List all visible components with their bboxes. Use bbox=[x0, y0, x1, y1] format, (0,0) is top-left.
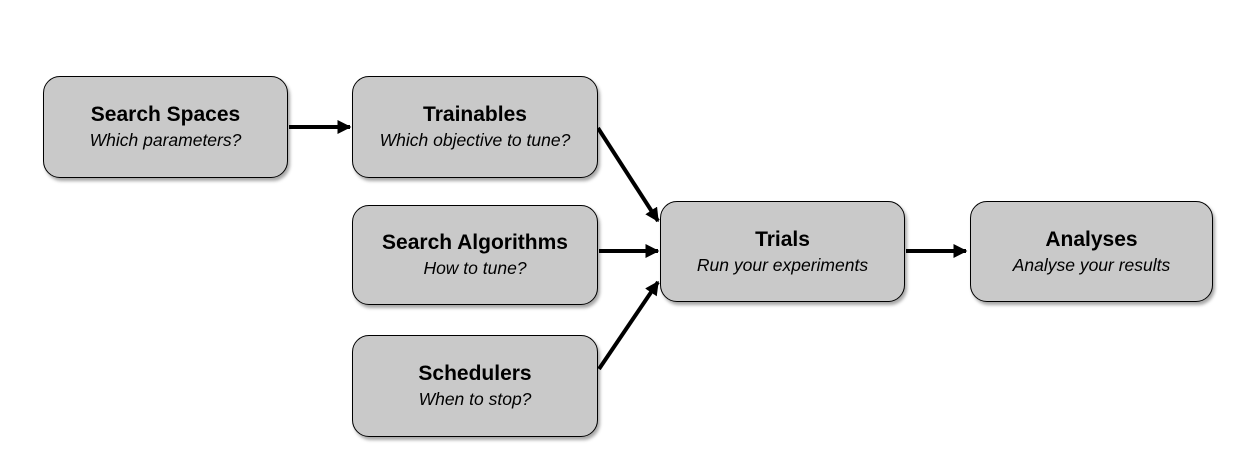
node-search-spaces: Search Spaces Which parameters? bbox=[43, 76, 288, 178]
node-analyses: Analyses Analyse your results bbox=[970, 201, 1213, 302]
node-trials-subtitle: Run your experiments bbox=[696, 254, 869, 275]
node-trials: Trials Run your experiments bbox=[660, 201, 905, 302]
arrow-schedulers-to-trials bbox=[597, 280, 660, 371]
arrow-trainables-to-trials bbox=[596, 126, 660, 223]
node-schedulers-title: Schedulers bbox=[418, 362, 532, 385]
node-trainables-subtitle: Which objective to tune? bbox=[379, 130, 571, 150]
node-analyses-subtitle: Analyse your results bbox=[1012, 254, 1171, 275]
node-analyses-title: Analyses bbox=[1045, 227, 1138, 251]
node-schedulers: Schedulers When to stop? bbox=[352, 335, 598, 437]
node-search-algorithms: Search Algorithms How to tune? bbox=[352, 205, 598, 305]
node-search-spaces-subtitle: Which parameters? bbox=[89, 130, 242, 150]
node-search-spaces-title: Search Spaces bbox=[90, 103, 241, 126]
node-schedulers-subtitle: When to stop? bbox=[418, 389, 532, 409]
node-search-algorithms-title: Search Algorithms bbox=[382, 231, 568, 254]
node-trials-title: Trials bbox=[755, 227, 810, 251]
node-trainables-title: Trainables bbox=[423, 103, 527, 126]
node-trainables: Trainables Which objective to tune? bbox=[352, 76, 598, 178]
node-search-algorithms-subtitle: How to tune? bbox=[423, 258, 527, 278]
